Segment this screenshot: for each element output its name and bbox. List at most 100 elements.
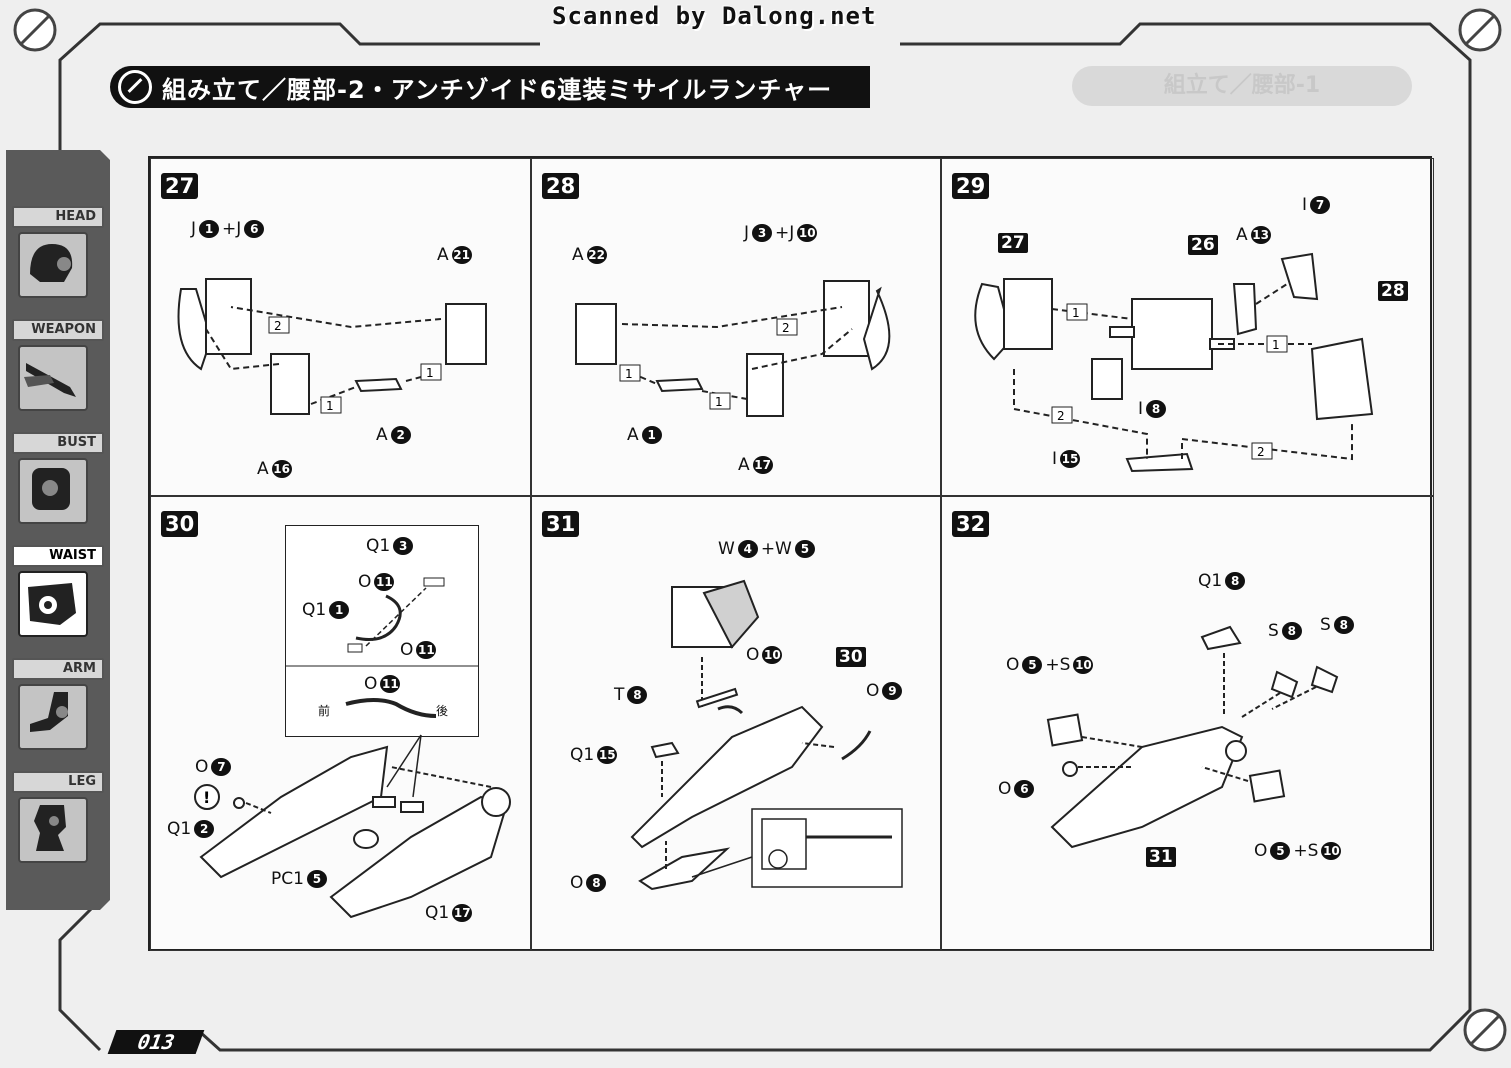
num-badge: 8 (1333, 616, 1354, 634)
num-badge: 5 (306, 870, 327, 888)
num-badge: 10 (1073, 656, 1094, 674)
letter: A (1236, 225, 1248, 245)
num-badge: 17 (752, 456, 773, 474)
cut-mark-icon (768, 849, 788, 869)
letter: S (1268, 621, 1279, 641)
part-label-q117: Q1 17 (425, 903, 473, 923)
part-label-q115: Q1 15 (570, 745, 618, 765)
num-badge: 15 (597, 746, 618, 764)
arm-icon (18, 684, 88, 750)
part-label-pc15: PC1 5 (271, 869, 327, 889)
hose-detail-diagram (286, 577, 478, 718)
nav-item-leg[interactable]: LEG (6, 761, 104, 874)
part-label-o5-s10: O 5 +S 10 (1254, 841, 1342, 861)
num-badge: 7 (211, 758, 232, 776)
letter: W (718, 539, 735, 559)
num-badge: 22 (586, 246, 607, 264)
part-label-i15: I 15 (1052, 449, 1081, 469)
letter: I (1052, 449, 1058, 469)
num-badge: 6 (244, 220, 265, 238)
part-label-a2: A 2 (376, 425, 411, 445)
arrow-step-label: 1 (1072, 306, 1080, 320)
letter: +S (1045, 655, 1071, 675)
nav-item-bust[interactable]: BUST (6, 422, 104, 535)
part-label-j3-j10: J 3 +J 10 (744, 223, 818, 243)
letter: O (570, 873, 584, 893)
caution-icon: ! (203, 788, 210, 807)
num-badge: 8 (1281, 622, 1302, 640)
letter: J (744, 223, 750, 243)
num-badge: 8 (1146, 400, 1167, 418)
part-label-a22: A 22 (572, 245, 607, 265)
ref-step-27: 27 (998, 233, 1028, 253)
num-badge: 13 (1250, 226, 1271, 244)
nav-item-head[interactable]: HEAD (6, 196, 104, 309)
num-badge: 2 (194, 820, 215, 838)
part-label-o11: O 11 (364, 674, 401, 694)
step-29-diagram: 1 1 2 2 (974, 252, 1374, 473)
num-badge: 5 (1022, 656, 1043, 674)
num-badge: 17 (452, 904, 473, 922)
letter: Q1 (1198, 571, 1223, 591)
step-29-panel: 29 1 1 2 2 27 26 28 (941, 158, 1434, 496)
nav-label: ARM (12, 658, 104, 680)
step-31-panel: 31 W 4 +W 5 O 10 (531, 496, 941, 951)
num-badge: 11 (380, 675, 401, 693)
nav-label: WEAPON (12, 319, 104, 341)
instruction-grid: 27 2 1 1 J 1 +J 6 A 21 (148, 156, 1434, 951)
letter: S (1320, 615, 1331, 635)
letter: O (195, 757, 209, 777)
letter: O (400, 640, 414, 660)
part-label-o7: O 7 (195, 757, 232, 777)
nav-item-weapon[interactable]: WEAPON (6, 309, 104, 422)
head-icon (18, 232, 88, 298)
num-badge: 8 (627, 686, 648, 704)
letter: A (738, 455, 750, 475)
num-badge: 1 (329, 601, 350, 619)
num-badge: 11 (374, 573, 395, 591)
part-label-i8: I 8 (1138, 399, 1167, 419)
num-badge: 6 (1014, 780, 1035, 798)
num-badge: 10 (797, 224, 818, 242)
ref-badge: 30 (836, 647, 866, 667)
ref-badge: 28 (1378, 281, 1408, 301)
letter: O (1006, 655, 1020, 675)
ref-badge: 31 (1146, 847, 1176, 867)
arrow-step-label: 1 (715, 395, 723, 409)
step-30-diagram: ! (194, 734, 511, 919)
arrow-step-label: 1 (625, 367, 633, 381)
part-label-j1-j6: J 1 +J 6 (191, 219, 265, 239)
num-badge: 9 (882, 682, 903, 700)
nav-item-waist[interactable]: WAIST (6, 535, 104, 648)
letter: Q1 (366, 536, 391, 556)
part-label-a16: A 16 (257, 459, 292, 479)
ref-badge: 27 (998, 233, 1028, 253)
part-label-q13: Q1 3 (366, 536, 414, 556)
nav-label: LEG (12, 771, 104, 793)
part-label-q11: Q1 1 (302, 600, 350, 620)
part-label-o9: O 9 (866, 681, 903, 701)
scanner-watermark: Scanned by Dalong.net (552, 2, 877, 30)
label-front: 前 (318, 704, 331, 718)
letter: PC1 (271, 869, 304, 889)
letter: Q1 (425, 903, 450, 923)
letter: O (998, 779, 1012, 799)
part-label-s8: S 8 (1268, 621, 1302, 641)
step-number: 28 (542, 173, 580, 199)
part-label-a21: A 21 (437, 245, 472, 265)
nav-item-arm[interactable]: ARM (6, 648, 104, 761)
arrow-step-label: 2 (1257, 445, 1265, 459)
num-badge: 1 (199, 220, 220, 238)
page-title: 組み立て／腰部-2・アンチゾイド6連装ミサイルランチャー (162, 75, 833, 104)
step-28-panel: 28 2 1 1 J 3 +J 10 A 22 (531, 158, 941, 496)
num-badge: 21 (451, 246, 472, 264)
letter: O (866, 681, 880, 701)
part-label-t8: T 8 (614, 685, 648, 705)
part-label-a1: A 1 (627, 425, 662, 445)
part-label-i7: I 7 (1302, 195, 1331, 215)
compass-icon (118, 70, 152, 104)
letter: +S (1293, 841, 1319, 861)
ref-step-30: 30 (836, 647, 866, 667)
letter: A (572, 245, 584, 265)
waist-icon (18, 571, 88, 637)
